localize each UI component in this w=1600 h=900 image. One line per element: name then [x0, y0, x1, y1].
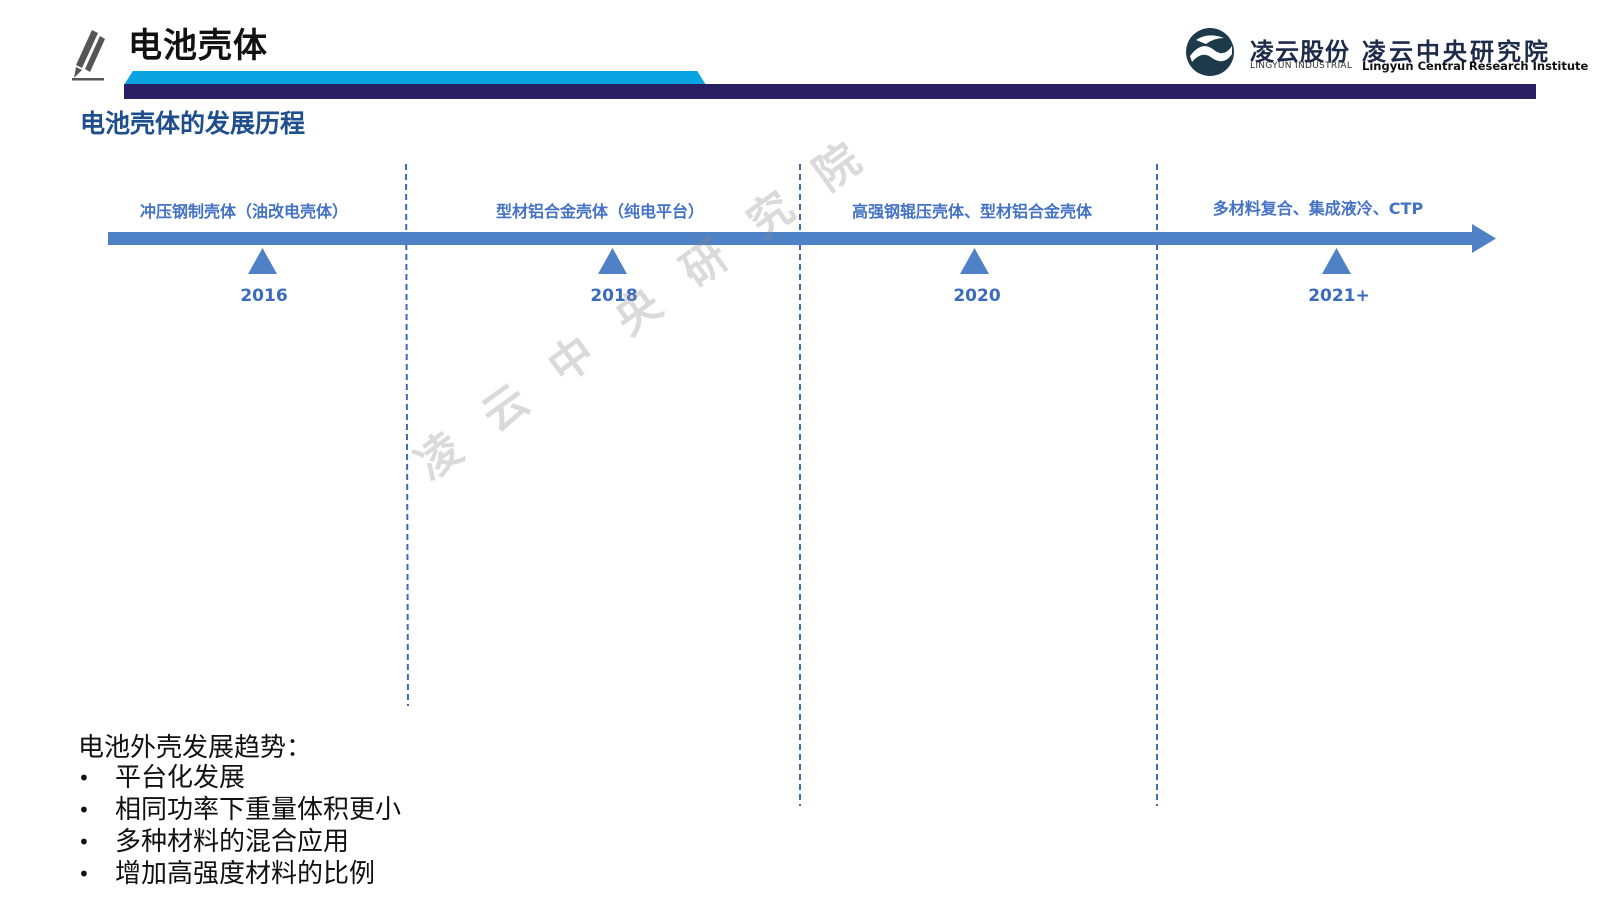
page-title: 电池壳体 — [128, 26, 268, 66]
timeline-arrow-head — [1472, 224, 1496, 253]
bullet-icon: • — [78, 830, 90, 854]
trend-item-text: 多种材料的混合应用 — [115, 827, 350, 857]
institute-name-cn: 凌云中央研究院 — [1362, 38, 1551, 66]
era-label-2018: 型材铝合金壳体（纯电平台） — [495, 202, 705, 221]
milestone-marker — [248, 248, 277, 274]
header-accent-bar — [124, 71, 706, 85]
pencil-icon — [72, 30, 105, 81]
era-label-2016: 冲压钢制壳体（油改电壳体） — [139, 202, 349, 221]
list-item: • 相同功率下重量体积更小 — [78, 794, 401, 826]
trend-list: • 平台化发展 • 相同功率下重量体积更小 • 多种材料的混合应用 • 增加高强度材料的… — [78, 762, 401, 890]
milestone-marker — [1322, 248, 1351, 274]
institute-name-en: Lingyun Central Research Institute — [1362, 59, 1589, 73]
trend-title: 电池外壳发展趋势： — [78, 733, 313, 763]
era-label-2020: 高强钢辊压壳体、型材铝合金壳体 — [851, 202, 1093, 221]
year-label-2021: 2021+ — [1308, 286, 1370, 306]
era-label-2021: 多材料复合、集成液冷、CTP — [1212, 199, 1424, 218]
trend-item-text: 平台化发展 — [115, 763, 246, 793]
list-item: • 增加高强度材料的比例 — [78, 858, 401, 890]
era-divider — [405, 163, 409, 707]
trend-item-text: 相同功率下重量体积更小 — [115, 795, 402, 825]
bullet-icon: • — [78, 766, 90, 790]
year-label-2016: 2016 — [240, 286, 288, 306]
timeline-arrow-shaft — [108, 232, 1473, 245]
company-name-en: LINGYUN INDUSTRIAL — [1250, 61, 1353, 71]
milestone-marker — [598, 248, 627, 274]
company-name-cn: 凌云股份 — [1250, 38, 1350, 66]
list-item: • 多种材料的混合应用 — [78, 826, 401, 858]
milestone-marker — [960, 248, 989, 274]
bullet-icon: • — [78, 798, 90, 822]
year-label-2018: 2018 — [590, 286, 638, 306]
bullet-icon: • — [78, 862, 90, 886]
list-item: • 平台化发展 — [78, 762, 401, 794]
trend-item-text: 增加高强度材料的比例 — [115, 859, 376, 889]
year-label-2020: 2020 — [953, 286, 1001, 306]
section-subtitle: 电池壳体的发展历程 — [80, 109, 306, 138]
company-logo-icon — [1186, 28, 1234, 76]
header-main-bar — [124, 84, 1536, 99]
